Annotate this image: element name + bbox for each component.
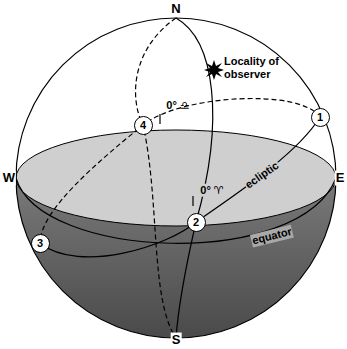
observer-label: Locality of observer xyxy=(224,55,294,80)
callout-circle: 2 xyxy=(187,213,206,232)
ecliptic-front xyxy=(40,117,320,257)
direction-letter: S xyxy=(171,333,182,348)
callout-number: 2 xyxy=(193,217,199,228)
meridian-front xyxy=(176,18,213,338)
tick-mark xyxy=(159,114,160,124)
horizon-plane xyxy=(16,130,336,226)
direction-letter: N xyxy=(171,2,180,17)
meridian-back xyxy=(136,18,176,338)
tick-mark xyxy=(192,196,193,206)
equinox-label: 0° ♈ xyxy=(199,184,224,197)
direction-letter: W xyxy=(2,171,16,186)
callout-circle: 3 xyxy=(31,234,50,253)
sphere-outline xyxy=(16,18,336,338)
callout-number: 1 xyxy=(317,112,323,123)
callout-number: 4 xyxy=(140,120,146,131)
callout-number: 3 xyxy=(37,238,43,249)
callout-circle: 4 xyxy=(134,116,153,135)
observer-star xyxy=(204,60,224,80)
callout-circle: 1 xyxy=(311,108,330,127)
equinox-label: 0° ♎ xyxy=(166,99,189,112)
ecliptic-back xyxy=(40,99,320,243)
direction-letter: E xyxy=(335,171,346,186)
